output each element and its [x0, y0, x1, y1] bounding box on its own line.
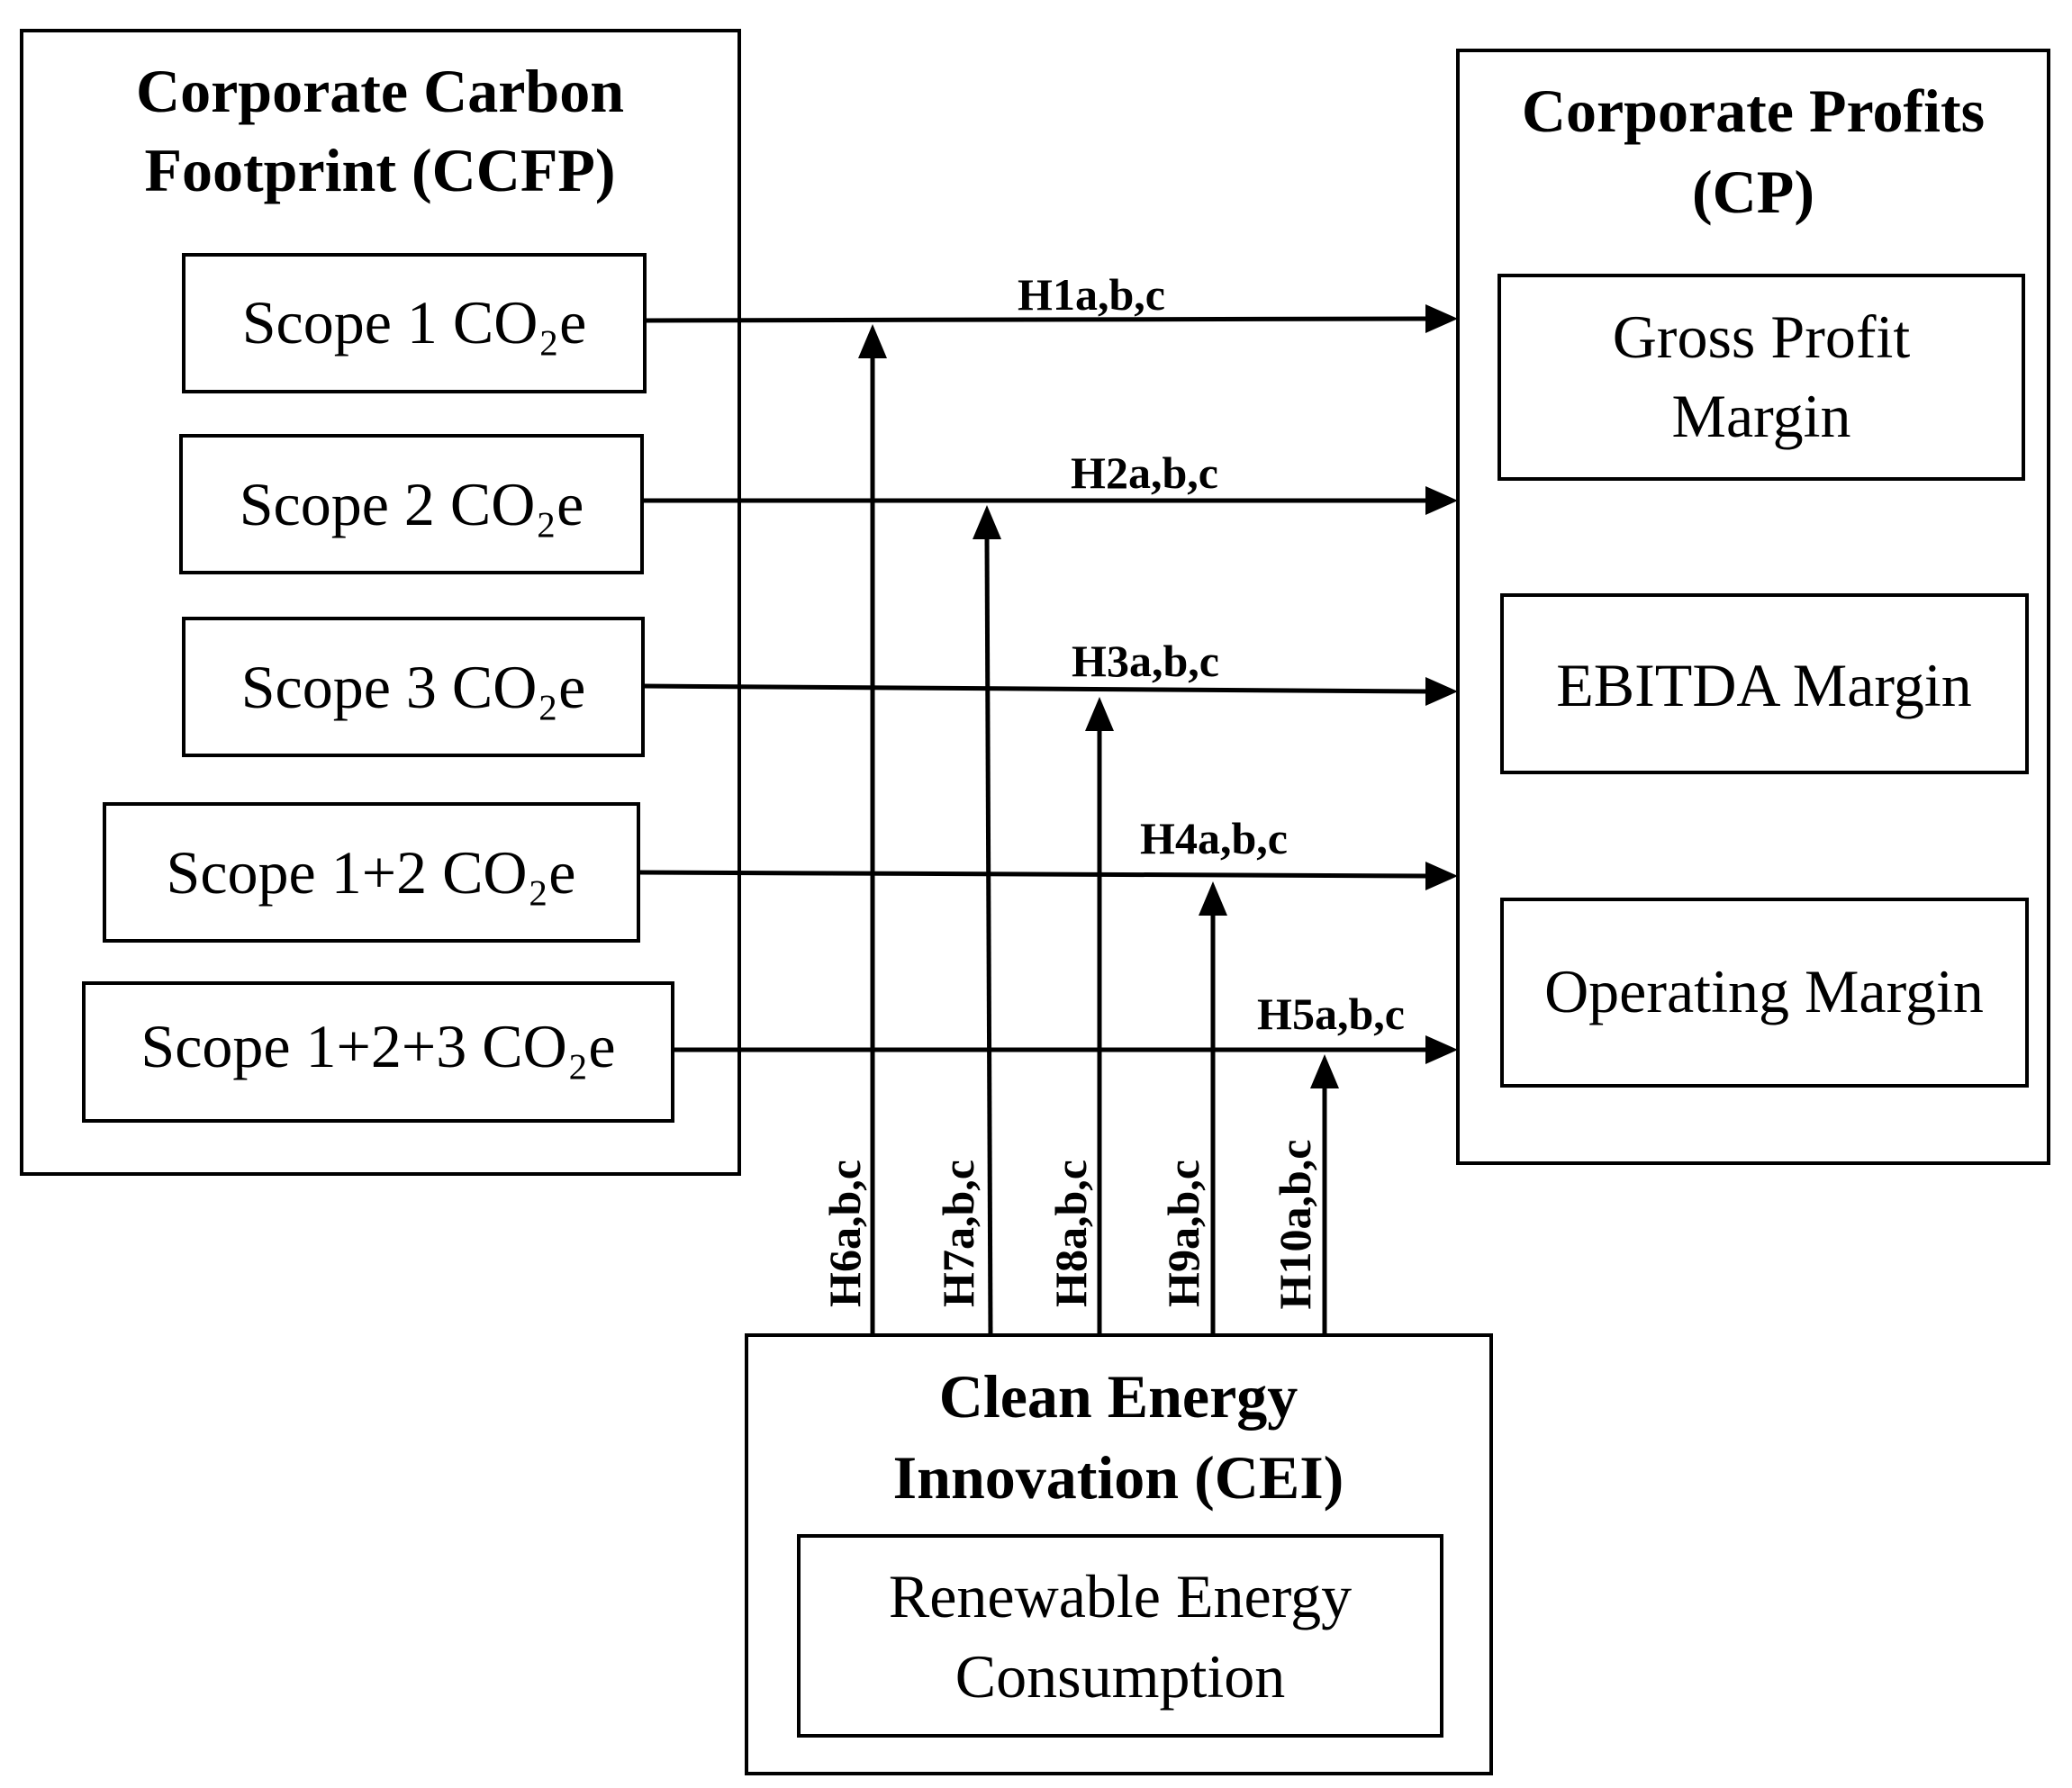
- h7-arrowhead: [973, 505, 1001, 539]
- h1-label: H1a,b,c: [1018, 269, 1165, 320]
- scope-2-box: [179, 434, 644, 574]
- h9-label: H9a,b,c: [1158, 1160, 1208, 1307]
- ccfp-title-line2: Footprint (CCFP): [144, 136, 615, 204]
- scope-1-label: Scope 1 CO₂e: [242, 288, 587, 357]
- h10-label: H10a,b,c: [1270, 1140, 1320, 1310]
- h8-arrowhead: [1085, 697, 1114, 731]
- h3-label: H3a,b,c: [1072, 636, 1219, 686]
- h8-label: H8a,b,c: [1045, 1160, 1096, 1307]
- cei-title-line2: Innovation (CEI): [893, 1443, 1344, 1512]
- scope-1-2-3-box: [82, 981, 674, 1123]
- h3-arrow: [642, 683, 1428, 694]
- renewable-energy-box: [797, 1534, 1443, 1738]
- h5-label: H5a,b,c: [1257, 989, 1405, 1039]
- direct-hypothesis-labels: H1a,b,c H2a,b,c H3a,b,c H4a,b,c H5a,b,c: [1018, 269, 1405, 1039]
- scope-1-box: [182, 253, 647, 393]
- moderating-effect-arrows: [858, 324, 1339, 1336]
- cp-group: Corporate Profits (CP) Gross Profit Marg…: [1456, 49, 2050, 1165]
- h5-arrowhead: [1425, 1035, 1458, 1064]
- h1-arrowhead: [1425, 304, 1458, 333]
- cp-title-line1: Corporate Profits: [1522, 77, 1985, 145]
- h7-label: H7a,b,c: [933, 1160, 983, 1307]
- h2-arrowhead: [1425, 486, 1458, 515]
- ebitda-margin-label: EBITDA Margin: [1556, 651, 1972, 719]
- h10-arrowhead: [1310, 1054, 1339, 1088]
- h7-arrow: [984, 536, 993, 1336]
- h9-arrowhead: [1199, 881, 1227, 916]
- operating-margin-label: Operating Margin: [1544, 957, 1984, 1025]
- h4-label: H4a,b,c: [1140, 813, 1288, 863]
- ccfp-group: Corporate Carbon Footprint (CCFP) Scope …: [20, 29, 741, 1176]
- scope-1-2-label: Scope 1+2 CO₂e: [167, 838, 576, 907]
- renewable-energy-line1: Renewable Energy: [889, 1562, 1352, 1630]
- direct-effect-arrows: [638, 304, 1458, 1064]
- ebitda-margin-box: [1500, 593, 2029, 774]
- scope-2-label: Scope 2 CO₂e: [240, 470, 584, 538]
- h6-arrowhead: [858, 324, 887, 358]
- h4-arrow: [638, 870, 1428, 879]
- renewable-energy-line2: Consumption: [955, 1642, 1286, 1711]
- h3-arrowhead: [1425, 677, 1458, 706]
- ccfp-title-line1: Corporate Carbon: [136, 57, 624, 125]
- cp-title-line2: (CP): [1692, 158, 1814, 226]
- h2-label: H2a,b,c: [1071, 447, 1218, 498]
- cei-group: Clean Energy Innovation (CEI) Renewable …: [745, 1333, 1493, 1775]
- h6-label: H6a,b,c: [819, 1160, 870, 1307]
- scope-1-2-box: [103, 802, 640, 943]
- moderating-hypothesis-labels: H6a,b,c H7a,b,c H8a,b,c H9a,b,c H10a,b,c: [819, 1140, 1320, 1310]
- scope-3-label: Scope 3 CO₂e: [241, 653, 586, 721]
- gross-profit-margin-line1: Gross Profit: [1613, 303, 1911, 371]
- scope-1-2-3-label: Scope 1+2+3 CO₂e: [140, 1012, 615, 1080]
- cei-title-line1: Clean Energy: [939, 1362, 1298, 1431]
- h1-arrow: [644, 316, 1428, 323]
- gross-profit-margin-line2: Margin: [1672, 382, 1851, 450]
- operating-margin-box: [1500, 898, 2029, 1088]
- gross-profit-margin-box: [1497, 274, 2025, 481]
- h4-arrowhead: [1425, 862, 1458, 890]
